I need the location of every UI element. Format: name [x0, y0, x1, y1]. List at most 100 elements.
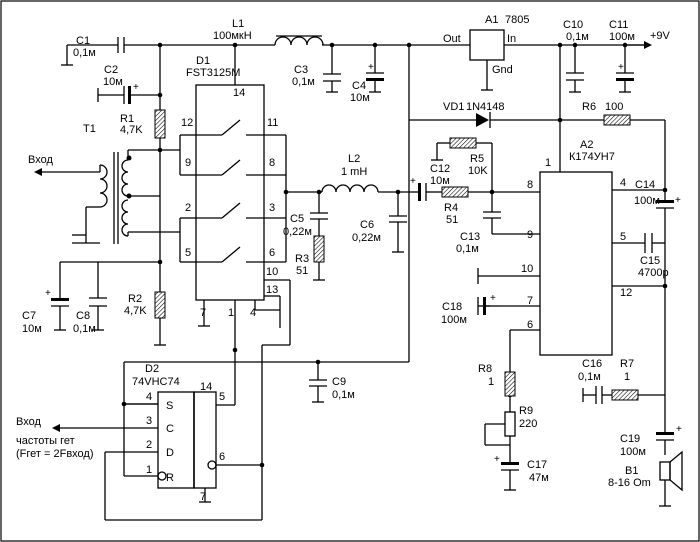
c15-ref: C15: [640, 255, 660, 267]
d2-pin7: 7: [200, 491, 206, 503]
r8-value: 1: [488, 376, 494, 388]
a1-value: 7805: [505, 14, 529, 26]
c17-ref: C17: [527, 459, 547, 471]
r5-ref: R5: [470, 153, 484, 165]
capacitor-c17: + C17 47м: [494, 452, 549, 491]
vd1-value: 1N4148: [466, 101, 505, 113]
t1-ref: T1: [83, 123, 96, 135]
d1-pin6: 6: [269, 247, 275, 259]
c12-ref: C12: [430, 163, 450, 175]
c4-value: 10м: [350, 92, 370, 104]
c10-ref: C10: [563, 19, 583, 31]
l2-ref: L2: [348, 153, 360, 165]
capacitor-c2: + C2 10м: [97, 64, 139, 104]
d1-pin14: 14: [233, 87, 245, 99]
d2-pin6: 6: [219, 451, 225, 463]
svg-text:+: +: [410, 176, 416, 187]
speaker-output-wire: [630, 286, 666, 432]
c15-value: 4700p: [638, 267, 669, 279]
d1-pin9: 9: [185, 157, 191, 169]
capacitor-c3: C3 0,1м: [292, 64, 341, 93]
d2-pin-r: R: [166, 472, 174, 484]
c9-ref: C9: [332, 376, 346, 388]
capacitor-c8: C8 0,1м: [73, 262, 107, 335]
l1-value: 100мкН: [213, 30, 252, 42]
supply-9v: +9V: [625, 30, 671, 49]
resistor-r6: R6 100: [560, 101, 666, 190]
a1-pin-gnd: Gnd: [492, 64, 513, 76]
capacitor-c7: + C7 10м: [22, 261, 160, 335]
c13-value: 0,1м: [456, 243, 479, 255]
c8-ref: C8: [76, 310, 90, 322]
svg-text:+: +: [45, 288, 51, 299]
c14-ref: C14: [635, 179, 655, 191]
bottom-rail-wires: [123, 344, 409, 466]
d2-pin1: 1: [146, 464, 152, 476]
capacitor-c11: + C11 100м: [609, 19, 635, 93]
c17-value: 47м: [529, 472, 549, 484]
capacitor-c18: + C18 100м: [441, 293, 500, 326]
d1-pin3: 3: [269, 202, 275, 214]
ic-d2: D2 74VHC74 S C D R 4 3 2 1 14 5 6 7: [104, 363, 263, 521]
d2-pin-d: D: [166, 447, 174, 459]
c11-value: 100м: [609, 31, 635, 43]
r7-value: 1: [624, 371, 630, 383]
a1-ref: A1: [485, 14, 498, 26]
a1-pin-in: In: [507, 33, 516, 45]
a2-pin10: 10: [521, 263, 533, 275]
d1-pin5: 5: [185, 247, 191, 259]
c1-value: 0,1м: [73, 47, 96, 59]
c18-value: 100м: [441, 314, 467, 326]
r9-ref: R9: [519, 405, 533, 417]
d1-pin13: 13: [266, 284, 278, 296]
svg-text:+: +: [490, 293, 496, 304]
r1-ref: R1: [120, 113, 134, 125]
capacitor-c5: C5 0,22м: [283, 192, 328, 238]
capacitor-c4: + C4 10м: [350, 62, 384, 104]
c14-value: 100м: [634, 195, 660, 207]
c16-ref: C16: [582, 358, 602, 370]
het-line1: Вход: [16, 416, 41, 428]
c4-ref: C4: [352, 80, 366, 92]
c7-ref: C7: [22, 310, 36, 322]
a2-pin7: 7: [527, 295, 533, 307]
capacitor-c6: C6 0,22м: [352, 192, 407, 253]
svg-text:+: +: [368, 62, 374, 73]
a2-pin9: 9: [527, 229, 533, 241]
r7-ref: R7: [620, 358, 634, 370]
capacitor-c10: C10 0,1м: [563, 19, 589, 93]
l2-value: 1 mH: [341, 166, 367, 178]
capacitor-c16: C16 0,1м: [578, 358, 603, 404]
r1-value: 4,7K: [120, 124, 143, 136]
r2-ref: R2: [128, 293, 142, 305]
b1-ref: B1: [625, 465, 638, 477]
resistor-r2: R2 4,7K: [124, 291, 166, 319]
capacitor-c12: + C12 10м: [409, 163, 450, 201]
c1-ref: C1: [76, 35, 90, 47]
d1-ref: D1: [196, 55, 210, 67]
d1-value: FST3125M: [186, 67, 240, 79]
d1-pin11: 11: [267, 117, 278, 129]
svg-text:+: +: [618, 62, 624, 73]
d1-pin2: 2: [185, 202, 191, 214]
d2-pin3: 3: [146, 415, 152, 427]
d2-pin5: 5: [219, 391, 225, 403]
d1-pin10: 10: [266, 266, 278, 278]
resistor-r3: R3 51: [295, 235, 325, 281]
c11-ref: C11: [609, 19, 628, 31]
capacitor-c13: C13 0,1м: [456, 192, 540, 255]
d1-pin4: 4: [250, 307, 256, 319]
inductor-l1: L1 100мкН: [213, 18, 324, 46]
ic-d1: D1 FST3125M 14 12 11 9 8 2 3 5 6 10 13 7…: [179, 55, 291, 350]
d1-pin8: 8: [269, 157, 275, 169]
r9-value: 220: [519, 418, 537, 430]
input-label: Вход: [28, 154, 53, 166]
c19-ref: C19: [620, 433, 640, 445]
c3-value: 0,1м: [292, 76, 315, 88]
c19-value: 100м: [620, 446, 646, 458]
r3-ref: R3: [295, 253, 309, 265]
d1-pin1: 1: [228, 307, 234, 319]
c10-value: 0,1м: [566, 31, 589, 43]
c2-value: 10м: [103, 76, 123, 88]
